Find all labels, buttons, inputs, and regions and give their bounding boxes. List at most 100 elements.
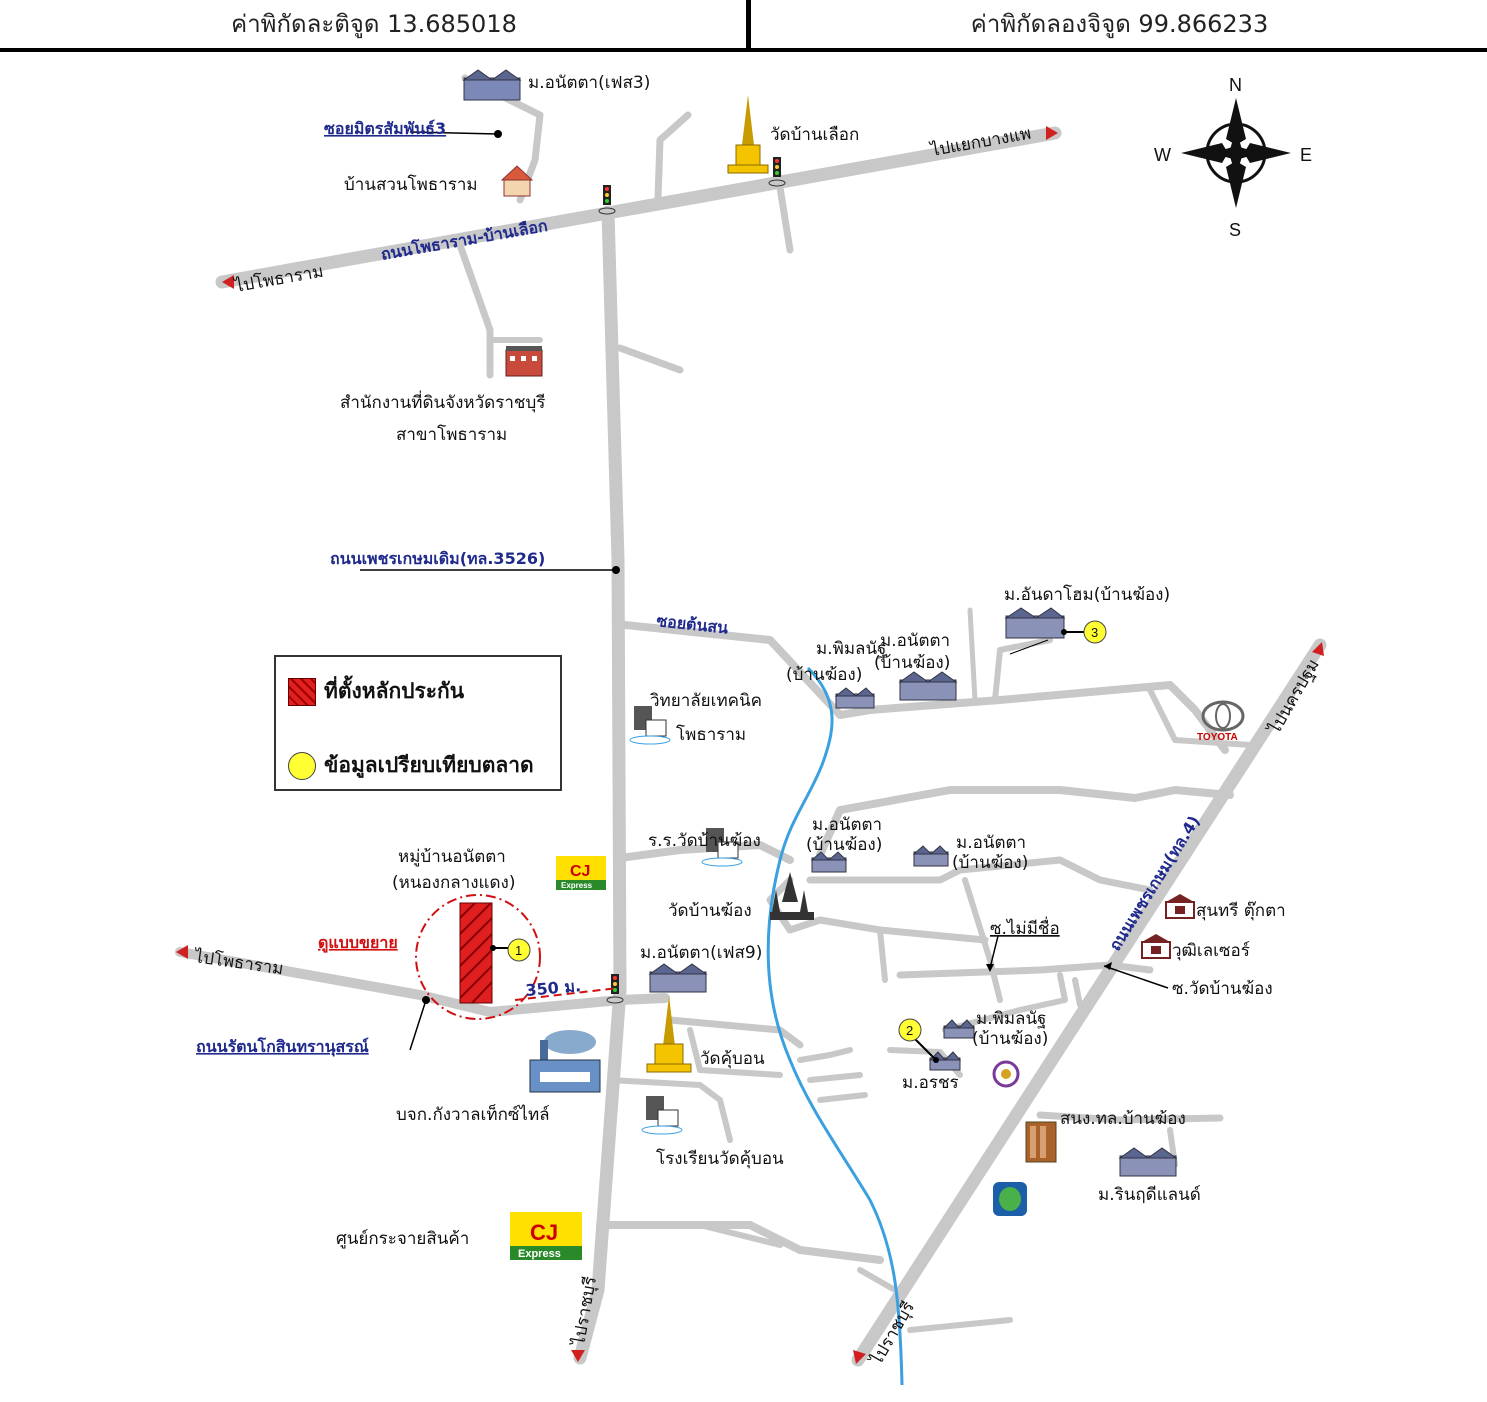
market-marker-3[interactable]: 3 <box>1083 620 1107 644</box>
label-anatda-bk1b: (บ้านฆ้อง) <box>874 653 950 673</box>
arrow-left-icon <box>222 275 234 289</box>
legend-collateral-label: ที่ตั้งหลักประกัน <box>324 679 465 703</box>
label-land-office-1: สำนักงานที่ดินจังหวัดราชบุรี <box>340 390 545 413</box>
school-icon <box>701 828 743 867</box>
cj-express-label: Express <box>518 1248 561 1260</box>
cj-express-label: Express <box>561 881 593 890</box>
label-pimonrat-2a: ม.พิมลนัฐ <box>976 1009 1046 1029</box>
label-anatda-bk3b: (บ้านฆ้อง) <box>952 853 1028 873</box>
village-icon <box>810 851 848 873</box>
office-building-icon <box>505 346 543 377</box>
label-tech-college-1: วิทยาลัยเทคนิค <box>650 691 762 711</box>
label-anatda-bk3a: ม.อนัตตา <box>956 833 1026 853</box>
village-icon <box>834 687 876 709</box>
label-anatda-bk2a: ม.อนัตตา <box>812 815 882 835</box>
label-wat-banghong: วัดบ้านฆ้อง <box>668 901 752 921</box>
legend-market-label: ข้อมูลเปรียบเทียบตลาด <box>324 753 534 777</box>
village-icon <box>1118 1147 1178 1177</box>
cj-logo-label: CJ <box>530 1220 558 1245</box>
cj-logo-label: CJ <box>570 863 590 880</box>
label-soi-tonson: ซอยต้นสน <box>656 611 730 637</box>
label-to-nakhonpathom: ไปนครปฐม <box>1263 655 1324 739</box>
arrow-down-icon <box>571 1350 585 1362</box>
label-anatda-ph3: ม.อนัตตา(เฟส3) <box>528 73 650 93</box>
label-road-phetkasem-old: ถนนเพชรเกษมเดิม(ทล.3526) <box>330 549 545 568</box>
label-pimonrat-2b: (บ้านฆ้อง) <box>972 1029 1048 1049</box>
legend-item-collateral: ที่ตั้งหลักประกัน <box>288 675 464 708</box>
road-rattanakosin <box>175 947 670 1017</box>
label-village-1: หมู่บ้านอนัตตา <box>398 847 506 867</box>
temple-icon <box>646 996 692 1073</box>
coordinate-header: ค่าพิกัดละติจูด 13.685018 ค่าพิกัดลองจิจ… <box>0 0 1487 52</box>
compass-rose: N S E W <box>1154 75 1312 240</box>
legend-item-market: ข้อมูลเปรียบเทียบตลาด <box>288 749 534 782</box>
map-legend: ที่ตั้งหลักประกัน ข้อมูลเปรียบเทียบตลาด <box>274 655 562 791</box>
label-village-2: (หนองกลางแดง) <box>392 873 515 893</box>
village-icon <box>1004 607 1066 639</box>
factory-icon <box>529 1030 601 1093</box>
house-icon <box>500 165 534 197</box>
traffic-light-icon <box>768 157 786 187</box>
temple-icon <box>770 872 814 920</box>
label-pimonrat-1b: (บ้านฆ้อง) <box>786 665 862 685</box>
label-wutthi: วุฒิเลเซอร์ <box>1172 941 1250 961</box>
latitude-label: ค่าพิกัดละติจูด 13.685018 <box>231 10 517 38</box>
label-school-banghong: ร.ร.วัดบ้านฆ้อง <box>648 831 761 851</box>
village-icon <box>942 1019 976 1039</box>
label-khubon-school: โรงเรียนวัดคุ้บอน <box>656 1148 784 1169</box>
traffic-light-icon <box>606 974 624 1004</box>
village-icon <box>648 963 708 993</box>
label-soi-unnamed: ซ.ไม่มีชื่อ <box>990 916 1060 939</box>
temple-icon <box>727 95 769 174</box>
longitude-label: ค่าพิกัดลองจิจูด 99.866233 <box>970 10 1269 38</box>
arrow-right-icon <box>1046 126 1058 140</box>
compass-s: S <box>1229 220 1241 240</box>
market-marker-2-number: 2 <box>906 1023 913 1038</box>
toyota-label: TOYOTA <box>1197 732 1238 743</box>
header-divider <box>746 0 751 50</box>
market-swatch <box>288 751 316 780</box>
label-m-orachon: ม.อรชร <box>902 1073 959 1093</box>
label-road-rattanakosin: ถนนรัตนโกสินทรานุสรณ์ <box>196 1036 369 1057</box>
road-network <box>175 74 1327 1367</box>
school-icon <box>641 1096 683 1135</box>
market-marker-1-number: 1 <box>515 943 522 958</box>
label-ban-suan: บ้านสวนโพธาราม <box>344 174 478 195</box>
see-enlarged-link[interactable]: ดูแบบขยาย <box>318 933 398 954</box>
label-anta-home: ม.อันดาโฮม(บ้านฆ้อง) <box>1004 584 1170 605</box>
market-marker-3-number: 3 <box>1091 625 1098 640</box>
cj-express-logo-icon: CJ Express <box>510 1212 582 1260</box>
office-tower-icon <box>1025 1121 1057 1163</box>
label-wat-khubon: วัดคุ้บอน <box>700 1049 765 1069</box>
distance-line <box>514 987 619 1001</box>
arrow-up-icon <box>1312 642 1324 656</box>
emblem-icon <box>992 1060 1020 1088</box>
school-icon <box>629 706 671 745</box>
enlarge-zoom-circle[interactable] <box>415 894 541 1020</box>
compass-n: N <box>1229 75 1242 95</box>
road-photharam-banlueak <box>215 126 1062 289</box>
label-anatda-ph9: ม.อนัตตา(เฟส9) <box>640 943 762 963</box>
river <box>766 666 904 1386</box>
label-distance: 350 ม. <box>525 976 582 1000</box>
collateral-swatch <box>288 677 316 706</box>
label-to-photharam-left: ไปโพธาราม <box>191 946 285 980</box>
label-soi-wat-banghong: ซ.วัดบ้านฆ้อง <box>1172 979 1273 999</box>
label-rinrudee: ม.รินฤดีแลนด์ <box>1098 1185 1201 1205</box>
label-land-office-2: สาขาโพธาราม <box>396 424 507 445</box>
label-soi-mitr: ซอยมิตรสัมพันธ์3 <box>324 119 446 138</box>
gas-station-logo-icon <box>993 1182 1027 1216</box>
arrow-down-icon <box>853 1350 866 1364</box>
market-marker-1[interactable]: 1 <box>507 938 531 962</box>
label-anatda-bk1a: ม.อนัตตา <box>880 631 950 651</box>
arrow-left-icon <box>176 945 188 959</box>
shop-icon <box>1141 934 1171 959</box>
label-textile: บจก.กังวาลเท็กซ์ไทล์ <box>396 1103 550 1125</box>
label-police: สนง.ทล.บ้านฆ้อง <box>1060 1109 1186 1129</box>
label-pimonrat-1a: ม.พิมลนัฐ <box>816 639 886 659</box>
shop-icon <box>1165 894 1195 919</box>
market-marker-2[interactable]: 2 <box>898 1018 922 1042</box>
label-to-bangphae: ไปแยกบางแพ <box>927 123 1032 162</box>
road-phetkasem-old <box>573 205 627 1365</box>
